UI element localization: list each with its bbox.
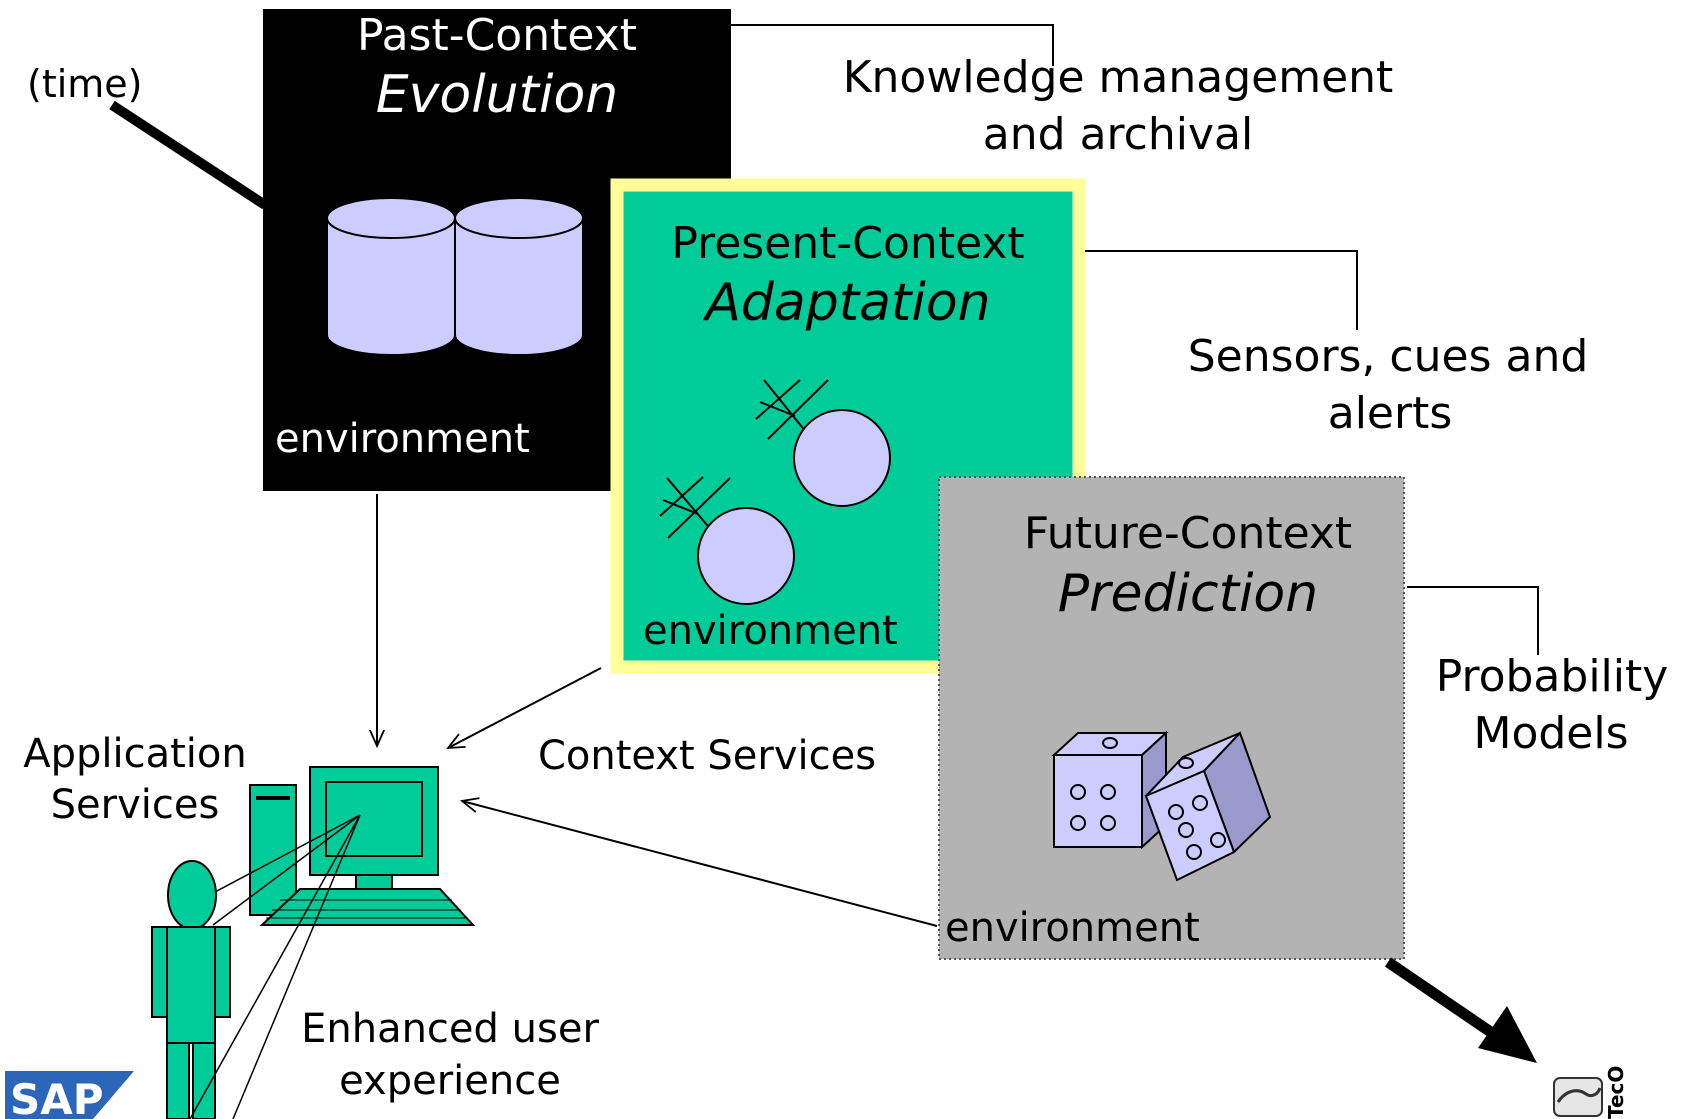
time-axis-line [109,100,268,210]
user-icon [151,860,231,1119]
computer-icon [249,766,476,926]
future-note-line1: Probability [1436,651,1669,702]
sap-logo: SAP [5,1071,134,1119]
database-icon [326,197,584,356]
enhanced-experience-line2: experience [339,1058,561,1104]
sensor-icon [659,476,795,605]
present-to-computer-arrow [448,667,602,748]
present-note-line2: alerts [1328,388,1453,439]
time-label: (time) [27,62,143,106]
future-to-computer-arrow [462,801,938,927]
past-note-line1: Knowledge management [843,52,1394,103]
context-services-label: Context Services [538,733,876,779]
dice-icon [1051,730,1272,882]
handshake-icon [1556,1087,1602,1103]
past-subtitle: Evolution [376,65,618,125]
past-connector-line [731,24,1054,66]
future-title: Future-Context [1024,508,1352,559]
sap-logo-text: SAP [10,1075,104,1119]
sensor-icon [755,379,891,507]
future-time-arrow [1384,957,1537,1063]
future-note-line2: Models [1473,708,1628,759]
past-title: Past-Context [357,10,637,61]
past-note-line2: and archival [983,109,1253,160]
future-subtitle: Prediction [1058,564,1318,624]
teco-logo-text: TecO [1604,1066,1628,1119]
present-note-line1: Sensors, cues and [1188,331,1589,382]
present-connector-line [1085,250,1358,330]
user-sight-lines [189,814,361,1119]
application-services-line2: Services [51,782,220,828]
past-env-label: environment [275,416,530,462]
teco-logo: TecO [1553,1066,1628,1119]
future-context-box: Future-Context Prediction environment [938,476,1405,960]
future-env-label: environment [945,905,1200,951]
future-connector-line [1407,586,1539,655]
present-subtitle: Adaptation [702,273,990,333]
enhanced-experience-line1: Enhanced user [301,1006,599,1052]
present-env-label: environment [643,608,898,654]
application-services-line1: Application [23,731,247,777]
present-title: Present-Context [671,218,1024,269]
